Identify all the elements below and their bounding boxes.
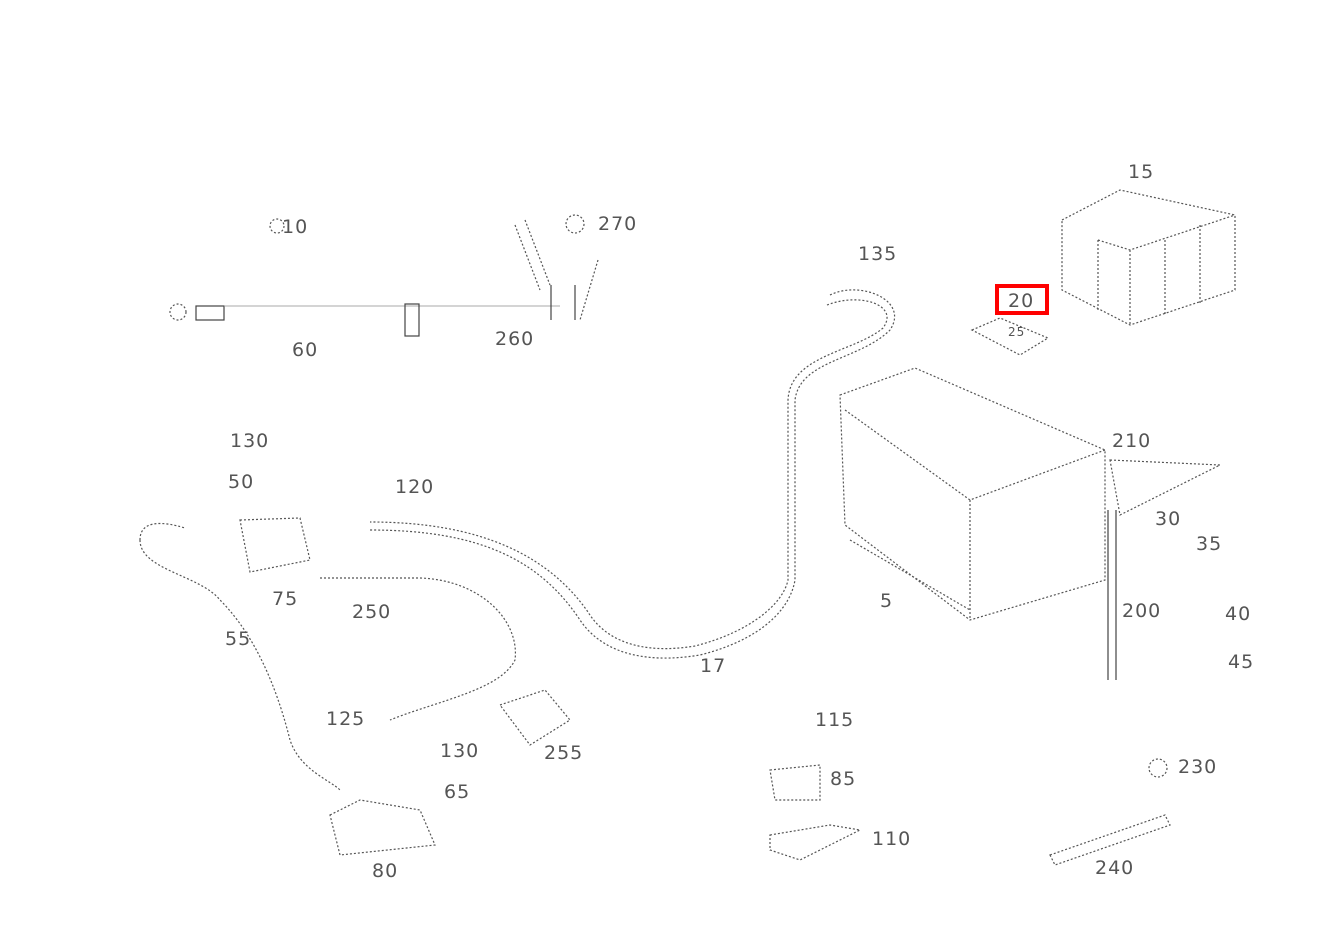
callout-85[interactable]: 85 xyxy=(830,768,856,790)
callout-135[interactable]: 135 xyxy=(858,243,897,265)
callout-35[interactable]: 35 xyxy=(1196,533,1222,555)
battery-cover xyxy=(1061,189,1236,326)
callout-40[interactable]: 40 xyxy=(1225,603,1251,625)
callout-200[interactable]: 200 xyxy=(1122,600,1161,622)
callout-60[interactable]: 60 xyxy=(292,339,318,361)
positive-cable xyxy=(320,577,516,721)
callout-65[interactable]: 65 xyxy=(444,781,470,803)
strap xyxy=(1049,814,1171,866)
callout-30[interactable]: 30 xyxy=(1155,508,1181,530)
callout-80[interactable]: 80 xyxy=(372,860,398,882)
callout-250[interactable]: 250 xyxy=(352,601,391,623)
ground-cable xyxy=(139,522,341,791)
callout-260[interactable]: 260 xyxy=(495,328,534,350)
callout-45[interactable]: 45 xyxy=(1228,651,1254,673)
callout-10[interactable]: 10 xyxy=(282,216,308,238)
callout-125[interactable]: 125 xyxy=(326,708,365,730)
bracket xyxy=(329,799,436,856)
pad xyxy=(970,317,1050,356)
callout-20[interactable]: 20 xyxy=(1008,290,1034,312)
callout-55[interactable]: 55 xyxy=(225,628,251,650)
callout-210[interactable]: 210 xyxy=(1112,430,1151,452)
callout-75[interactable]: 75 xyxy=(272,588,298,610)
main-cable xyxy=(369,289,896,659)
callout-130[interactable]: 130 xyxy=(230,430,269,452)
rod xyxy=(1107,510,1117,680)
battery xyxy=(839,367,1106,621)
callout-270[interactable]: 270 xyxy=(598,213,637,235)
terminal-cover xyxy=(499,689,571,746)
callout-130b[interactable]: 130 xyxy=(440,740,479,762)
callout-110[interactable]: 110 xyxy=(872,828,911,850)
fuse-box xyxy=(239,517,311,573)
callout-50[interactable]: 50 xyxy=(228,471,254,493)
callout-115[interactable]: 115 xyxy=(815,709,854,731)
highlight-box xyxy=(995,284,1049,315)
callout-15[interactable]: 15 xyxy=(1128,161,1154,183)
callout-230[interactable]: 230 xyxy=(1178,756,1217,778)
callout-17[interactable]: 17 xyxy=(700,655,726,677)
callout-120[interactable]: 120 xyxy=(395,476,434,498)
callout-5[interactable]: 5 xyxy=(880,590,893,612)
callout-240[interactable]: 240 xyxy=(1095,857,1134,879)
rod-assembly xyxy=(169,214,599,337)
callout-255[interactable]: 255 xyxy=(544,742,583,764)
callout-25[interactable]: 25 xyxy=(1008,325,1025,339)
